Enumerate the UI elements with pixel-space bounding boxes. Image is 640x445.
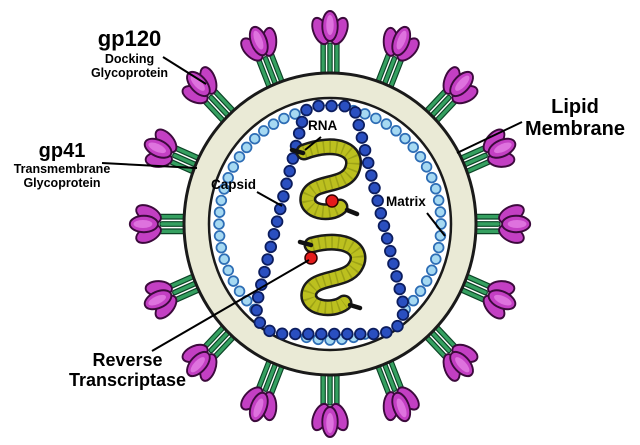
rna-strand-upper [289,138,362,221]
capsid-pointer-line [256,191,283,207]
label-matrix: Matrix [386,194,426,209]
reverse-transcriptase-dot [325,194,339,208]
matrix-title: Matrix [386,194,426,209]
rna-primer-tick [347,302,363,311]
gp41-subtitle-line1: Transmembrane [13,162,111,177]
label-reverse-transcriptase: Reverse Transcriptase [40,350,215,390]
pointer-lines [101,56,523,352]
label-capsid: Capsid [211,177,256,192]
reverse-transcriptase-pointer-line [151,259,310,352]
reverse-transcriptase-line1: Reverse [92,350,163,370]
rna-title: RNA [308,118,338,133]
rna-strand-lower [297,233,367,317]
rna-primer-tick [297,239,314,248]
matrix-pointer-line [426,212,446,237]
rna-primer-tick [289,147,306,156]
rna-primer-tick [344,207,360,217]
gp120-subtitle-line2: Glycoprotein [90,65,169,80]
gp120-pointer-line [162,56,207,85]
label-lipid-membrane: Lipid Membrane [512,96,638,141]
gp120-subtitle-line1: Docking [104,51,155,66]
rna-pointer-line [304,136,322,151]
label-rna: RNA [308,118,337,133]
label-gp120: gp120 Docking Glycoprotein [72,26,187,80]
lipid-membrane-pointer-line [456,121,523,154]
gp41-title: gp41 [38,140,86,162]
capsid-title: Capsid [211,177,257,192]
gp41-pointer-line [101,162,198,169]
lipid-membrane-line1: Lipid [551,96,599,118]
capsid-shell [252,101,408,339]
gp120-title: gp120 [97,26,162,51]
label-gp41: gp41 Transmembrane Glycoprotein [2,140,122,190]
lipid-membrane-line2: Membrane [524,118,626,141]
gp41-subtitle-line2: Glycoprotein [23,176,101,191]
reverse-transcriptase-line2: Transcriptase [68,370,187,391]
